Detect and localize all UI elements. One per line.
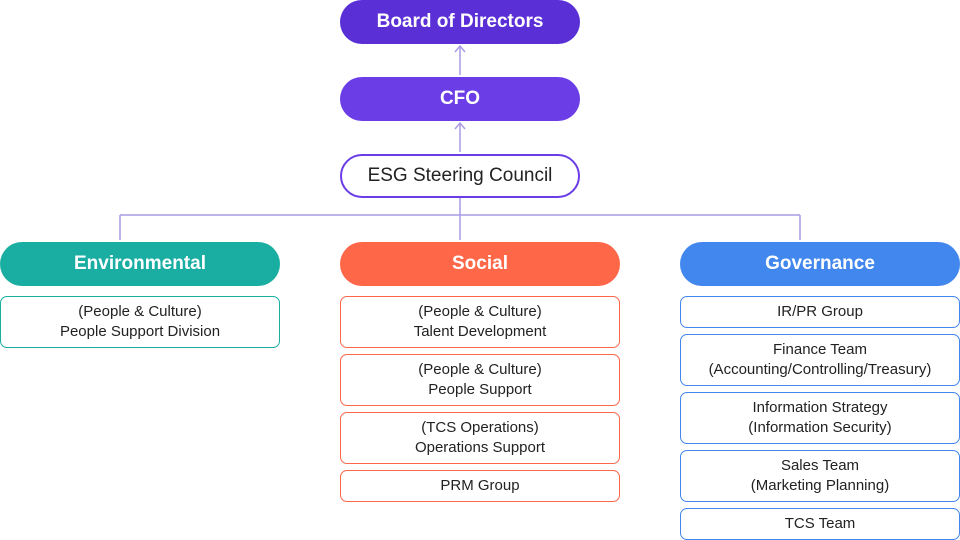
social-item: (TCS Operations) Operations Support bbox=[340, 412, 620, 464]
item-line1: (People & Culture) bbox=[418, 361, 542, 378]
item-line1: Finance Team bbox=[773, 341, 867, 358]
item-line2: Operations Support bbox=[414, 439, 546, 456]
governance-item: Finance Team (Accounting/Controlling/Tre… bbox=[680, 334, 960, 386]
social-item: (People & Culture) People Support bbox=[340, 354, 620, 406]
social-item: PRM Group bbox=[340, 470, 620, 502]
item-line1: TCS Team bbox=[784, 515, 856, 532]
governance-item: Sales Team (Marketing Planning) bbox=[680, 450, 960, 502]
item-line1: Information Strategy bbox=[752, 399, 888, 416]
arrowhead-cfo bbox=[454, 121, 466, 130]
environmental-header: Environmental bbox=[0, 242, 280, 286]
item-line2: (Accounting/Controlling/Treasury) bbox=[708, 361, 932, 378]
item-line2: (Information Security) bbox=[748, 419, 892, 436]
social-header: Social bbox=[340, 242, 620, 286]
item-line2: Talent Development bbox=[413, 323, 547, 340]
item-line2: People Support bbox=[428, 381, 532, 398]
item-line2: People Support Division bbox=[59, 323, 221, 340]
item-line1: (People & Culture) bbox=[78, 303, 202, 320]
environmental-item: (People & Culture) People Support Divisi… bbox=[0, 296, 280, 348]
item-line2: (Marketing Planning) bbox=[750, 477, 890, 494]
item-line1: IR/PR Group bbox=[777, 303, 863, 320]
arrowhead-board bbox=[454, 44, 466, 53]
governance-item: IR/PR Group bbox=[680, 296, 960, 328]
governance-header: Governance bbox=[680, 242, 960, 286]
item-line1: (TCS Operations) bbox=[421, 419, 539, 436]
esg-steering-council-node: ESG Steering Council bbox=[340, 154, 580, 198]
social-item: (People & Culture) Talent Development bbox=[340, 296, 620, 348]
board-of-directors-node: Board of Directors bbox=[340, 0, 580, 44]
governance-item: TCS Team bbox=[680, 508, 960, 540]
item-line1: Sales Team bbox=[780, 457, 860, 474]
item-line1: PRM Group bbox=[440, 477, 520, 494]
item-line1: (People & Culture) bbox=[418, 303, 542, 320]
governance-item: Information Strategy (Information Securi… bbox=[680, 392, 960, 444]
cfo-node: CFO bbox=[340, 77, 580, 121]
